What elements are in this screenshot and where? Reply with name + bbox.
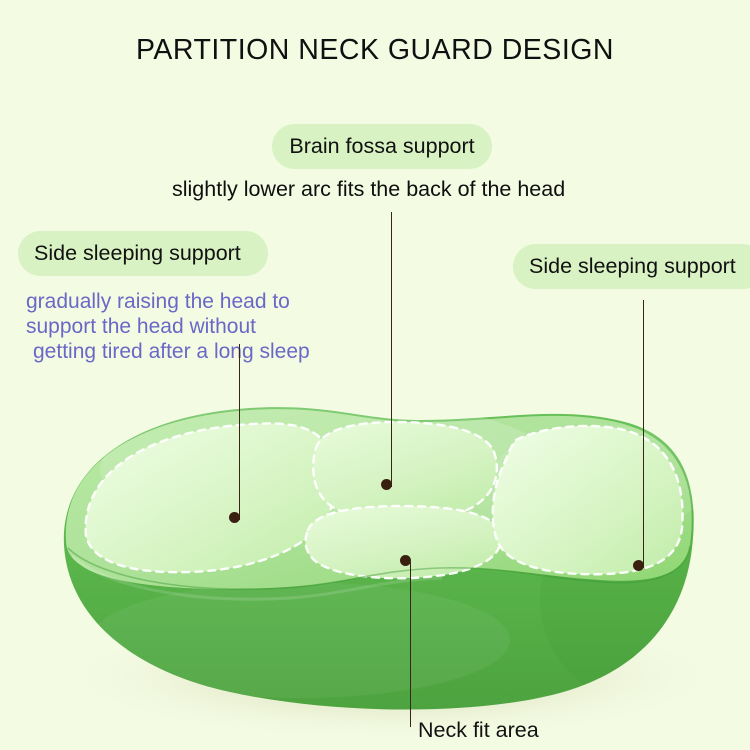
- badge-side-sleeping-support-left[interactable]: Side sleeping support: [18, 231, 268, 276]
- leader-line-brain-fossa: [391, 212, 393, 487]
- zone-brain-fossa-stitch: [312, 420, 499, 522]
- leader-dot-brain-fossa: [381, 479, 392, 490]
- pillow-right-shade: [540, 490, 694, 710]
- pillow-seam: [67, 545, 691, 590]
- zone-side-sleeping-right-stitch: [491, 424, 684, 576]
- pillow-top-surface: [65, 409, 692, 590]
- zone-side-sleeping-left-stitch: [84, 422, 338, 574]
- description-line-2: support the head without: [26, 315, 256, 338]
- description-side-sleeping: gradually raising the head to support th…: [26, 289, 366, 364]
- caption-neck-fit-area: Neck fit area: [418, 718, 539, 742]
- pillow-body: [63, 407, 694, 710]
- description-line-1: gradually raising the head to: [26, 290, 290, 313]
- zone-neck-fit-stitch: [304, 504, 503, 580]
- zone-neck-fit: [305, 506, 502, 579]
- leader-line-side-sleeping-right: [643, 300, 645, 568]
- page-title: PARTITION NECK GUARD DESIGN: [135, 34, 614, 66]
- badge-brain-fossa-support[interactable]: Brain fossa support: [272, 124, 492, 169]
- pillow-front-sheen: [90, 582, 510, 698]
- description-line-3: getting tired after a long sleep: [33, 340, 310, 363]
- pillow-rim-highlight: [70, 554, 443, 601]
- top-surface-highlight: [100, 407, 560, 540]
- zone-side-sleeping-left: [85, 423, 337, 573]
- badge-side-sleeping-support-right[interactable]: Side sleeping support: [513, 244, 750, 289]
- caption-brain-fossa-subtext: slightly lower arc fits the back of the …: [172, 177, 566, 201]
- leader-dot-side-sleeping-right: [633, 560, 644, 571]
- badge-brain-fossa-label: Brain fossa support: [289, 133, 475, 158]
- leader-line-neck-fit: [410, 562, 412, 727]
- pillow-shadow: [74, 614, 710, 738]
- leader-dot-side-sleeping-left: [229, 512, 240, 523]
- zone-side-sleeping-right: [492, 425, 683, 575]
- badge-side-left-label: Side sleeping support: [34, 240, 241, 265]
- zone-brain-fossa: [313, 422, 497, 521]
- badge-side-right-label: Side sleeping support: [529, 253, 736, 278]
- top-surface-highlight-right: [490, 425, 694, 535]
- leader-line-side-sleeping-left: [239, 344, 241, 520]
- leader-dot-neck-fit: [400, 555, 411, 566]
